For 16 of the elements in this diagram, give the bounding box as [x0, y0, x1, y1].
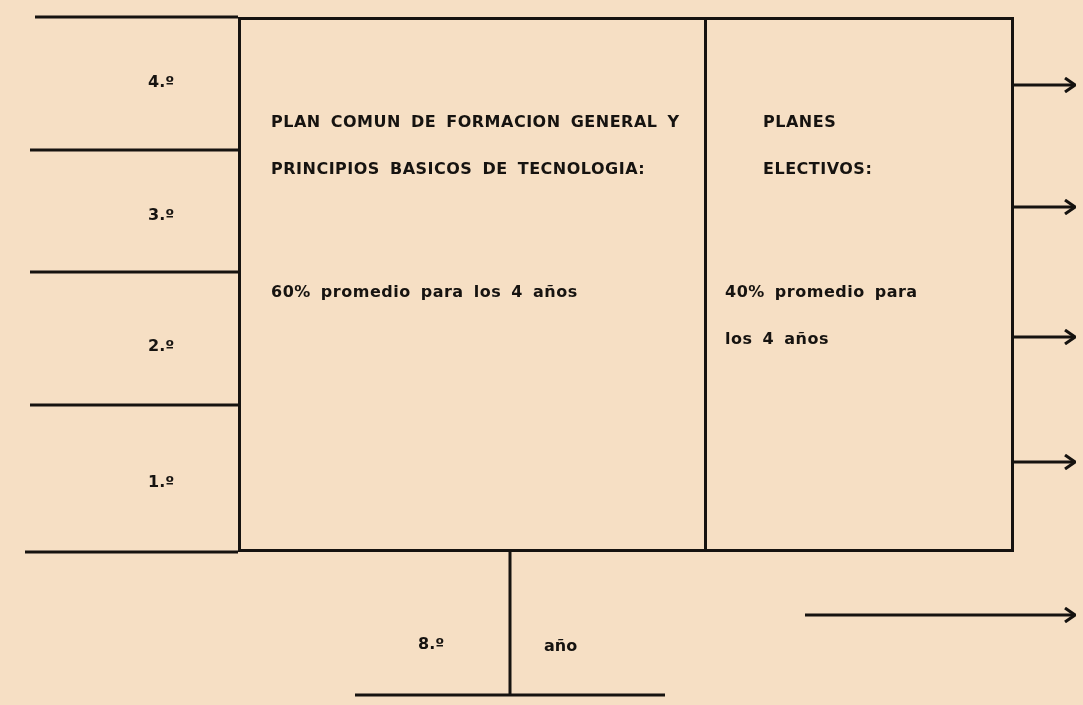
percentage-note: 40% promedio para los 4 años — [725, 281, 919, 350]
grade-label: 3.º — [148, 205, 175, 224]
arrow — [1014, 453, 1077, 471]
arrow — [1014, 198, 1077, 216]
year-label: año — [544, 636, 578, 655]
plan-box — [705, 17, 1014, 552]
percentage-note: 60% promedio para los 4 años — [271, 281, 579, 303]
grade-label: 1.º — [148, 472, 175, 491]
grade-label: 4.º — [148, 72, 175, 91]
arrow — [1014, 328, 1077, 346]
plan-box — [238, 17, 707, 552]
plan-heading: PLAN COMUN DE FORMACION GENERAL Y PRINCIPIOS BASICOS DE TECNOLOGIA: — [271, 111, 681, 180]
plan-heading: PLANES ELECTIVOS: — [763, 111, 874, 180]
grade-label: 8.º — [418, 634, 445, 653]
arrow — [1014, 76, 1077, 94]
grade-label: 2.º — [148, 336, 175, 355]
